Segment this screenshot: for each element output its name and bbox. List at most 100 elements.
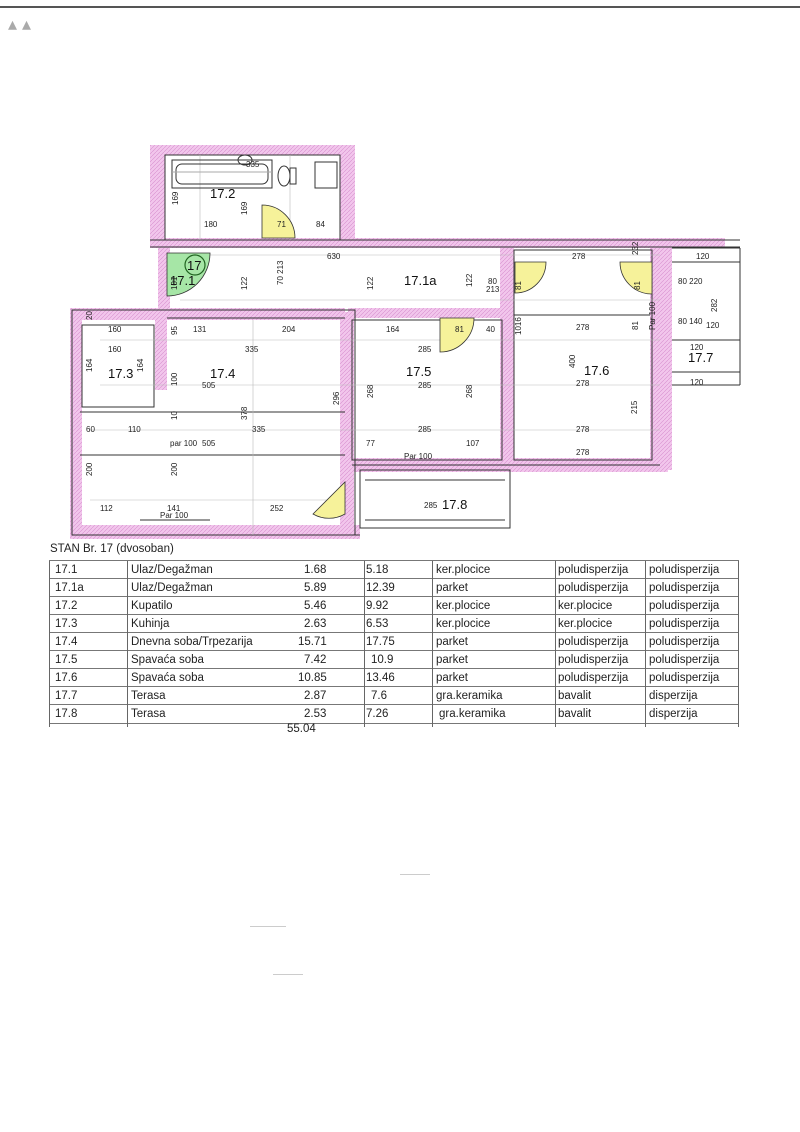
room-label-17-8: 17.8 — [442, 497, 467, 512]
svg-text:80: 80 — [488, 277, 497, 286]
svg-text:285: 285 — [418, 425, 432, 434]
room-label-17-2: 17.2 — [210, 186, 235, 201]
door-swing-living — [312, 481, 346, 519]
svg-text:285: 285 — [418, 345, 432, 354]
table-row: 17.3 Kuhinja 2.63 6.53 ker.plocice ker.p… — [55, 618, 720, 630]
svg-text:400: 400 — [568, 354, 577, 368]
svg-text:630: 630 — [327, 252, 341, 261]
room-labels: 17.2 17.1 17.1a 17.3 17.4 17.5 17.6 17.7… — [108, 186, 713, 512]
door-swing-bedroom-1 — [439, 317, 475, 353]
table-row: 17.4 Dnevna soba/Trpezarija 15.71 17.75 … — [55, 636, 720, 648]
svg-text:204: 204 — [282, 325, 296, 334]
scan-mark — [400, 874, 430, 875]
svg-text:169: 169 — [171, 191, 180, 205]
svg-text:60: 60 — [86, 425, 95, 434]
svg-text:278: 278 — [572, 252, 586, 261]
svg-text:84: 84 — [316, 220, 325, 229]
svg-text:169: 169 — [240, 201, 249, 215]
svg-text:378: 378 — [240, 406, 249, 420]
total-area: 55.04 — [287, 723, 316, 735]
svg-text:81: 81 — [633, 281, 642, 290]
svg-text:100: 100 — [170, 372, 179, 386]
svg-text:120: 120 — [696, 252, 710, 261]
svg-text:77: 77 — [366, 439, 375, 448]
svg-text:296: 296 — [332, 391, 341, 405]
svg-text:101: 101 — [170, 276, 179, 290]
scan-mark — [250, 926, 286, 927]
svg-text:268: 268 — [366, 384, 375, 398]
door-swing-bedroom-2b — [619, 261, 653, 295]
svg-text:278: 278 — [576, 425, 590, 434]
svg-text:71: 71 — [277, 220, 286, 229]
svg-text:81: 81 — [455, 325, 464, 334]
svg-text:80 220: 80 220 — [678, 277, 703, 286]
scan-mark — [273, 974, 303, 975]
svg-text:120: 120 — [690, 343, 704, 352]
room-schedule-table: STAN Br. 17 (dvosoban) 17.1 Ulaz/Degažma… — [40, 543, 740, 735]
svg-text:141: 141 — [167, 504, 181, 513]
door-swing-bathroom — [261, 204, 296, 239]
svg-text:160: 160 — [108, 345, 122, 354]
svg-text:335: 335 — [246, 160, 260, 169]
svg-text:10: 10 — [170, 411, 179, 420]
grid-lines — [90, 155, 660, 535]
door-swings — [166, 204, 653, 519]
dimension-labels: 335 169 169 180 71 84 630 122 122 122 10… — [85, 160, 720, 520]
svg-text:232: 232 — [631, 241, 640, 255]
svg-text:252: 252 — [270, 504, 284, 513]
svg-text:Par 100: Par 100 — [160, 511, 189, 520]
plan-lines — [71, 154, 741, 536]
svg-text:122: 122 — [366, 276, 375, 290]
svg-text:278: 278 — [576, 448, 590, 457]
svg-text:282: 282 — [710, 298, 719, 312]
svg-text:20: 20 — [85, 311, 94, 320]
svg-text:180: 180 — [204, 220, 218, 229]
svg-text:200: 200 — [85, 462, 94, 476]
svg-text:164: 164 — [386, 325, 400, 334]
table-row: 17.5 Spavaća soba 7.42 10.9 parket polud… — [55, 654, 720, 666]
svg-text:17: 17 — [187, 258, 201, 273]
svg-text:110: 110 — [128, 425, 141, 434]
svg-text:164: 164 — [136, 358, 145, 372]
svg-text:215: 215 — [630, 400, 639, 414]
table-title: STAN Br. 17 (dvosoban) — [50, 543, 174, 555]
svg-text:120: 120 — [706, 321, 720, 330]
table-row: 17.6 Spavaća soba 10.85 13.46 parket pol… — [55, 672, 720, 684]
room-label-17-1a: 17.1a — [404, 273, 437, 288]
bathtub-icon — [171, 159, 273, 189]
floor-plan: 17 17.2 17.1 17.1a 17.3 17.4 17.5 17.6 1… — [70, 145, 741, 539]
svg-text:131: 131 — [193, 325, 207, 334]
svg-text:1016: 1016 — [514, 317, 523, 335]
svg-text:278: 278 — [576, 323, 590, 332]
svg-text:Par 100: Par 100 — [648, 301, 657, 330]
svg-text:81: 81 — [514, 281, 523, 290]
svg-text:335: 335 — [245, 345, 259, 354]
svg-text:335: 335 — [252, 425, 266, 434]
table-row: 17.2 Kupatilo 5.46 9.92 ker.plocice ker.… — [55, 600, 720, 612]
sink-icon — [237, 154, 338, 189]
svg-text:107: 107 — [466, 439, 480, 448]
room-label-17-7: 17.7 — [688, 350, 713, 365]
svg-text:95: 95 — [170, 326, 179, 335]
svg-text:285: 285 — [418, 381, 432, 390]
room-label-17-5: 17.5 — [406, 364, 431, 379]
toilet-icon — [277, 165, 297, 187]
svg-text:80 140: 80 140 — [678, 317, 703, 326]
scan-smudge: ▴ ▴ — [8, 14, 32, 34]
table-row: 17.7 Terasa 2.87 7.6 gra.keramika bavali… — [55, 690, 698, 702]
svg-text:200: 200 — [170, 462, 179, 476]
svg-text:112: 112 — [100, 504, 113, 513]
table-row: 17.8 Terasa 2.53 7.26 gra.keramika baval… — [55, 708, 698, 720]
svg-text:70 213: 70 213 — [276, 260, 285, 285]
svg-text:164: 164 — [85, 358, 94, 372]
door-swing-bedroom-2 — [514, 261, 547, 294]
svg-text:par 100: par 100 — [170, 439, 198, 448]
svg-text:81: 81 — [631, 321, 640, 330]
room-label-17-6: 17.6 — [584, 363, 609, 378]
svg-text:160: 160 — [108, 325, 122, 334]
svg-text:40: 40 — [486, 325, 495, 334]
svg-text:505: 505 — [202, 439, 216, 448]
room-label-17-4: 17.4 — [210, 366, 235, 381]
svg-text:Par 100: Par 100 — [404, 452, 433, 461]
svg-text:505: 505 — [202, 381, 216, 390]
